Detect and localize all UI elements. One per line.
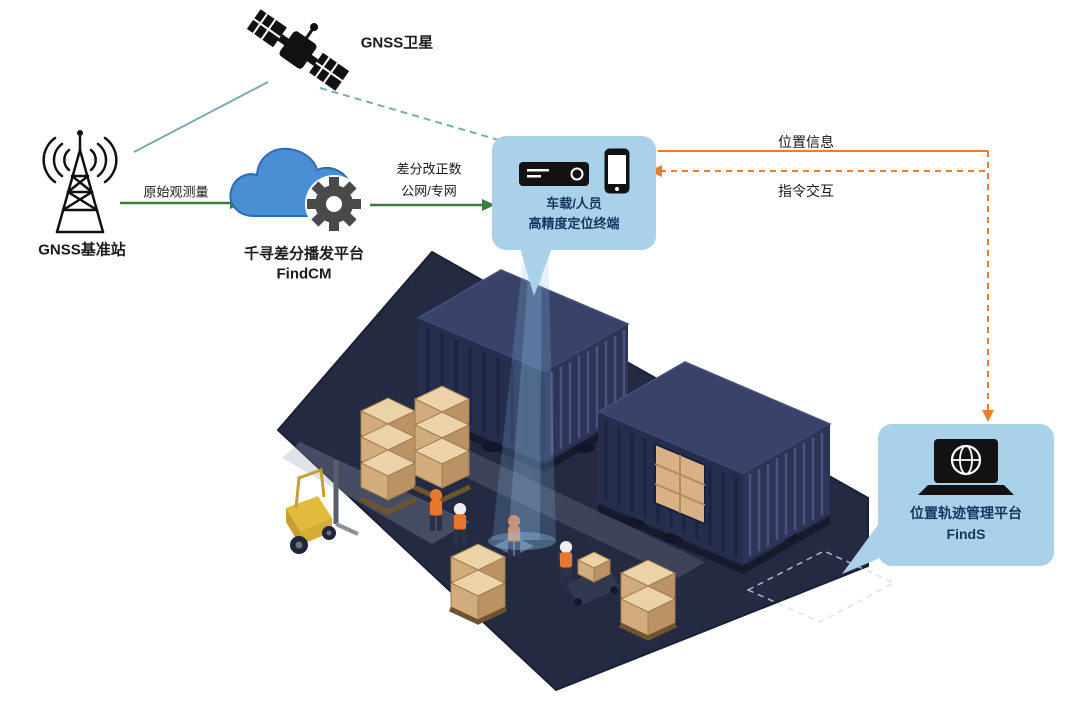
worker (453, 502, 467, 545)
cloud-gear-icon (229, 147, 363, 233)
track-platform-node: 位置轨迹管理平台 FindS (878, 424, 1054, 566)
diff-correction-label-2: 公网/专网 (401, 183, 457, 199)
laptop-globe-icon (918, 439, 1014, 495)
terminal-icons (518, 148, 630, 194)
track-platform-title: 位置轨迹管理平台 (910, 505, 1022, 521)
arrow-diff-correction (370, 199, 495, 211)
worker (429, 488, 443, 531)
warehouse-illustration (276, 250, 896, 692)
terminal-label-line2: 高精度定位终端 (528, 215, 620, 231)
pallet-bottom-center (448, 543, 508, 625)
pallet-stacks (358, 385, 472, 515)
cloud-platform-title: 千寻差分播发平台 (243, 245, 365, 263)
smartphone-icon (604, 148, 630, 194)
positioning-beam (488, 250, 556, 550)
worker (559, 540, 573, 583)
track-platform-subtitle: FindS (946, 526, 986, 542)
satellite-icon (246, 9, 350, 91)
satellite-label: GNSS卫星 (360, 34, 434, 52)
diff-correction-label-1: 差分改正数 (396, 161, 462, 177)
command-interaction-label: 指令交互 (778, 183, 834, 199)
raw-observation-label: 原始观测量 (143, 184, 209, 200)
arrow-command-interaction (649, 165, 985, 177)
dvr-device-icon (519, 162, 589, 186)
position-info-label: 位置信息 (778, 134, 834, 150)
cloud-platform-subtitle: FindCM (276, 265, 332, 283)
arrow-position-info (658, 150, 994, 422)
forklift (286, 460, 359, 554)
container-1 (416, 269, 630, 462)
pallet-bottom-right (618, 559, 678, 641)
gear-icon (307, 177, 361, 231)
base-station-label: GNSS基准站 (38, 241, 126, 259)
terminal-bubble-tail (520, 248, 552, 296)
radio-tower-icon (42, 130, 118, 234)
pallet-jack (556, 551, 620, 606)
terminal-label-line1: 车载/人员 (546, 196, 602, 211)
container-2 (596, 361, 832, 564)
positioning-target-marker (494, 536, 534, 556)
finds-bubble-tail (842, 522, 880, 574)
terminal-node: 车载/人员 高精度定位终端 (492, 136, 656, 250)
container-open-door (654, 442, 706, 526)
worker (507, 514, 521, 557)
link-satellite-to-terminal (319, 87, 503, 142)
link-satellite-to-base (133, 81, 269, 153)
dashed-floor-zone (746, 550, 896, 623)
